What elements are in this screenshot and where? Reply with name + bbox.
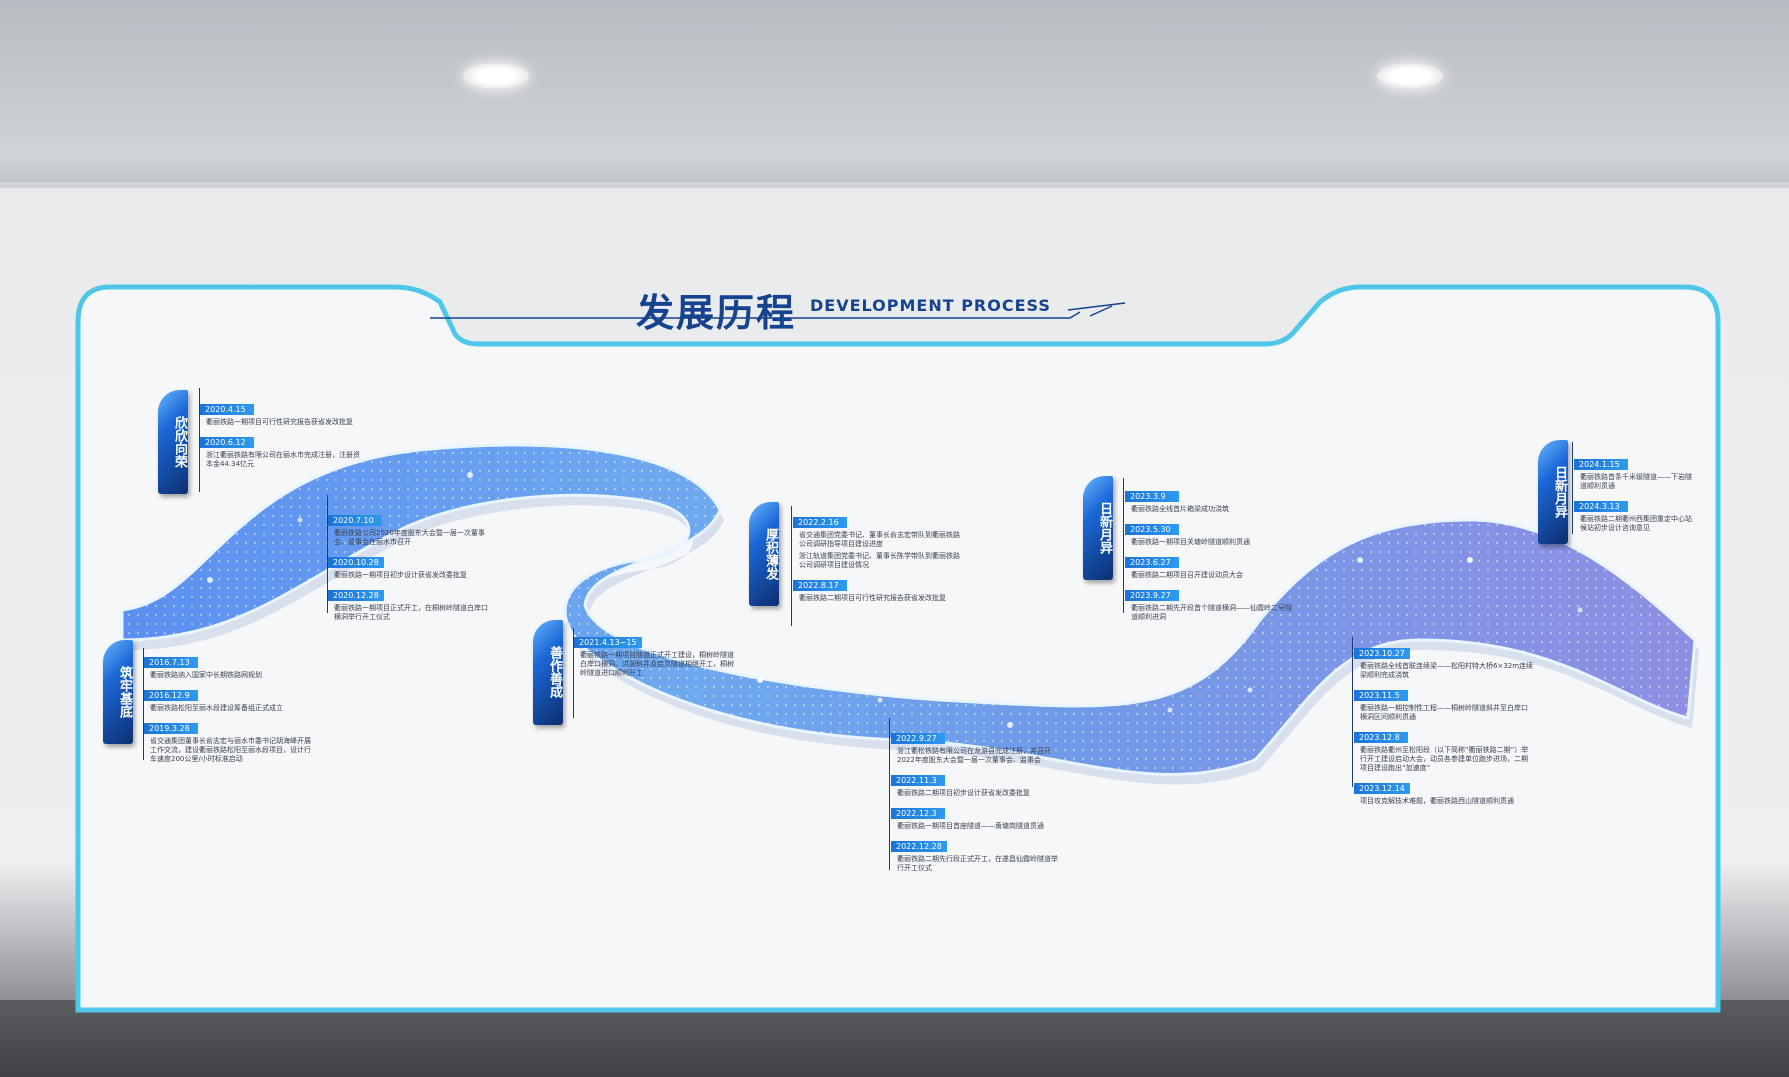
event-group-2022b: 2022.9.27 浙江衢松铁路有限公司在龙游县完成注册，并召开2022年度股东…: [891, 726, 1061, 876]
ceiling: [0, 0, 1789, 185]
ceiling-lamp-right: [1377, 63, 1443, 89]
event-text: 省交通集团党委书记、董事长俞志宏带队到衢丽铁路公司调研指导项目建设进度: [799, 531, 960, 548]
event-text: 省交通集团董事长俞志宏与丽水市委书记胡海峰开展工作交流，建设衢丽铁路松阳至丽水段…: [150, 737, 311, 763]
ribbon-sparkles: [207, 472, 1583, 728]
stage-label-2: 筑牢基底: [117, 666, 132, 718]
stage-label-4: 厚积薄发: [763, 528, 778, 580]
event-date: 2016.7.13: [144, 657, 198, 668]
event-date: 2019.3.28: [144, 723, 198, 734]
event-text: 衢丽铁路二期项目可行性研究报告获省发改批复: [799, 594, 946, 602]
event-text: 衢丽铁路二期衢州西集团重定中心站候站初步设计咨询意见: [1580, 515, 1692, 532]
event-date: 2020.6.12: [200, 437, 254, 448]
connector-line: [1123, 478, 1124, 613]
event-group-2021: 2021.4.13~15 衢丽铁路一期项目隧道正式开工建设，桐树岭隧道白岸口横洞…: [574, 630, 734, 681]
event-group-2020b: 2020.7.10 衢丽铁路公司2020年度股东大会暨一届一次董事会、监事会在丽…: [328, 508, 488, 625]
event-date: 2022.8.17: [793, 580, 847, 591]
event-text: 衢丽铁路一期项目隧道正式开工建设，桐树岭隧道白岸口横洞、洪源斜井及启灵隧道相继开…: [580, 651, 734, 677]
event-group-2023b: 2023.10.27 衢丽铁路全线首联连续梁——松阳村特大桥6×32m连续梁顺利…: [1354, 641, 1534, 809]
event-text: 衢丽铁路松阳至丽水段建设筹备组正式成立: [150, 704, 283, 712]
event-date: 2023.12.8: [1354, 732, 1408, 743]
event-date: 2024.3.13: [1574, 501, 1628, 512]
connector-line: [143, 648, 144, 760]
event-group-2016: 2016.7.13 衢丽铁路纳入国家中长期铁路网规划 2016.12.9 衢丽铁…: [144, 650, 314, 767]
event-text: 衢丽铁路一期项目正式开工，在桐树岭隧道白岸口横洞举行开工仪式: [334, 604, 488, 621]
event-text: 衢丽铁路全线首片箱梁成功浇筑: [1131, 505, 1229, 513]
connector-line: [327, 495, 328, 613]
event-date: 2023.12.14: [1354, 783, 1410, 794]
event-date: 2016.12.9: [144, 690, 198, 701]
event-text: 衢丽铁路一期项目初步设计获省发改委批复: [334, 571, 467, 579]
event-date: 2023.3.9: [1125, 491, 1179, 502]
page-title: 发展历程: [636, 290, 797, 335]
event-text: 项目攻克解技术难题，衢丽铁路西山隧道顺利贯通: [1360, 797, 1514, 805]
title-deco: [1067, 302, 1126, 317]
stage-badge-3: 善作善成: [533, 620, 563, 725]
event-text: 衢丽铁路二期先行段正式开工，在遂昌仙霞岭隧道举行开工仪式: [897, 855, 1058, 872]
event-text: 浙江衢丽铁路有限公司在丽水市完成注册，注册资本金44.34亿元: [206, 451, 360, 468]
stage-badge-2: 筑牢基底: [103, 640, 133, 744]
event-group-2022a: 2022.2.16 省交通集团党委书记、董事长俞志宏带队到衢丽铁路公司调研指导项…: [793, 510, 963, 606]
event-text: 浙江衢松铁路有限公司在龙游县完成注册，并召开2022年度股东大会暨一届一次董事会…: [897, 747, 1051, 764]
event-text: 衢丽铁路一期控制性工程——桐树岭隧道斜井至白岸口横洞区间顺利贯通: [1360, 704, 1528, 721]
stage-badge-6: 日新月异: [1538, 440, 1568, 544]
event-text: 衢丽铁路纳入国家中长期铁路网规划: [150, 671, 262, 679]
event-group-2023a: 2023.3.9 衢丽铁路全线首片箱梁成功浇筑 2023.5.30 衢丽铁路一期…: [1125, 484, 1295, 625]
event-text: 衢丽铁路一期项目首座隧道——黄塘岗隧道贯通: [897, 822, 1044, 830]
event-text: 浙江轨道集团党委书记、董事长陈学带队到衢丽铁路公司调研项目建设情况: [799, 552, 960, 569]
ribbon-texture: [122, 445, 1695, 775]
event-text: 衢丽铁路公司2020年度股东大会暨一届一次董事会、监事会在丽水市召开: [334, 529, 485, 546]
page-subtitle: DEVELOPMENT PROCESS: [810, 296, 1051, 315]
stage-badge-5: 日新月异: [1083, 476, 1113, 580]
event-date: 2024.1.15: [1574, 459, 1628, 470]
stage-label-1: 欣欣向荣: [172, 416, 187, 468]
event-date: 2021.4.13~15: [574, 637, 642, 648]
stage-badge-1: 欣欣向荣: [158, 390, 188, 494]
event-group-2020a: 2020.4.15 衢丽铁路一期项目可行性研究报告获省发改批复 2020.6.1…: [200, 397, 360, 472]
event-group-2024: 2024.1.15 衢丽铁路首条千米级隧道——下岩隧道顺利贯通 2024.3.1…: [1574, 452, 1694, 536]
event-date: 2022.9.27: [891, 733, 945, 744]
event-text: 衢丽铁路二期先开段首个隧道横洞——仙霞岭二号隧道顺利进洞: [1131, 604, 1292, 621]
event-text: 衢丽铁路衢州至松阳段（以下简称“衢丽铁路二期”）举行开工建设启动大会，动员各参建…: [1360, 746, 1529, 772]
event-text: 衢丽铁路二期项目召开建设动员大会: [1131, 571, 1243, 579]
connector-line: [889, 718, 890, 870]
connector-line: [1572, 442, 1573, 534]
stage-label-6: 日新月异: [1552, 466, 1567, 518]
event-date: 2022.11.3: [891, 775, 945, 786]
event-text: 衢丽铁路二期项目初步设计获省发改委批复: [897, 789, 1030, 797]
ceiling-lamp-left: [463, 63, 529, 89]
event-date: 2023.5.30: [1125, 524, 1179, 535]
floor: [0, 1000, 1789, 1077]
event-date: 2023.9.27: [1125, 590, 1179, 601]
ceiling-edge: [0, 182, 1789, 188]
event-date: 2022.2.16: [793, 517, 847, 528]
event-date: 2020.7.10: [328, 515, 382, 526]
stage-badge-4: 厚积薄发: [749, 502, 779, 606]
event-date: 2020.12.28: [328, 590, 384, 601]
event-date: 2022.12.28: [891, 841, 947, 852]
event-date: 2023.6.27: [1125, 557, 1179, 568]
event-date: 2020.4.15: [200, 404, 254, 415]
event-text: 衢丽铁路一期项目可行性研究报告获省发改批复: [206, 418, 353, 426]
event-text: 衢丽铁路首条千米级隧道——下岩隧道顺利贯通: [1580, 473, 1692, 490]
event-date: 2023.10.27: [1354, 648, 1410, 659]
connector-line: [199, 388, 200, 492]
stage-label-5: 日新月异: [1097, 502, 1112, 554]
connector-line: [573, 628, 574, 718]
stage-label-3: 善作善成: [547, 646, 562, 698]
event-date: 2023.11.5: [1354, 690, 1408, 701]
event-date: 2022.12.3: [891, 808, 945, 819]
event-text: 衢丽铁路一期项目关塘岭隧道顺利贯通: [1131, 538, 1250, 546]
connector-line: [791, 506, 792, 626]
connector-line: [1352, 637, 1353, 787]
event-text: 衢丽铁路全线首联连续梁——松阳村特大桥6×32m连续梁顺利完成浇筑: [1360, 662, 1534, 679]
event-date: 2020.10.28: [328, 557, 384, 568]
